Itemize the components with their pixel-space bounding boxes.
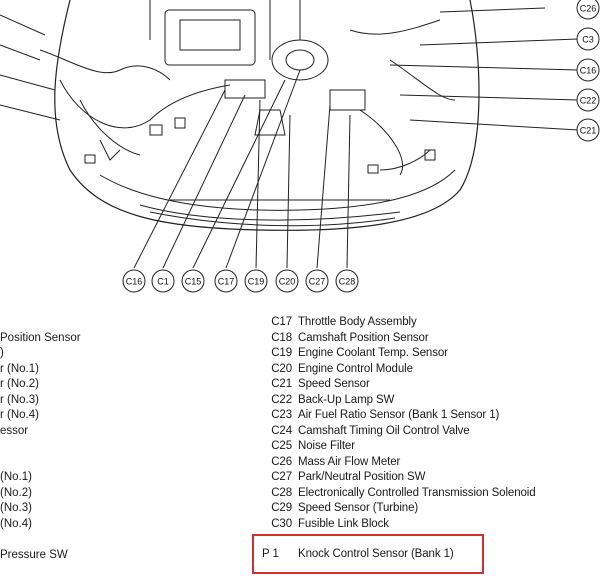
legend-item: C20 Engine Control Module: [262, 362, 413, 376]
legend-code: C18: [271, 332, 292, 344]
callout-label: C28: [339, 277, 356, 287]
legend-item: C26 Mass Air Flow Meter: [262, 455, 400, 469]
bottom-callouts: C16 C1 C15 C17 C19 C20 C27 C28: [122, 269, 359, 293]
highlighted-legend-item: P 1 Knock Control Sensor (Bank 1): [262, 547, 454, 561]
legend-code: C24: [271, 425, 292, 437]
legend-label: Speed Sensor: [298, 378, 370, 390]
legend-item: C30 Fusible Link Block: [262, 517, 389, 531]
left-fragment: r (No.2): [0, 378, 39, 390]
legend-code: C21: [271, 378, 292, 390]
highlight-box: [252, 534, 484, 574]
left-fragment: Position Sensor: [0, 332, 81, 344]
left-fragment: (No.2): [0, 487, 32, 499]
legend-item: C25 Noise Filter: [262, 439, 355, 453]
legend-label: Park/Neutral Position SW: [298, 471, 426, 483]
legend-code: C25: [271, 440, 292, 452]
callout-label: C3: [582, 35, 594, 45]
legend-item: C22 Back-Up Lamp SW: [262, 393, 394, 407]
legend-label: Air Fuel Ratio Sensor (Bank 1 Sensor 1): [298, 409, 500, 421]
callout-label: C16: [126, 277, 143, 287]
legend-item: C29 Speed Sensor (Turbine): [262, 501, 418, 515]
engine-wiring-diagram: C26 C3 C16 C22 C21 C16 C1 C15 C17 C19 C2…: [0, 0, 600, 293]
left-fragment: ): [0, 347, 4, 359]
callout-label: C1: [157, 277, 169, 287]
left-fragment: r (No.1): [0, 363, 39, 375]
callout-label: C27: [309, 277, 326, 287]
legend-label: Back-Up Lamp SW: [298, 394, 395, 406]
left-fragment: r (No.3): [0, 394, 39, 406]
legend-code: C27: [271, 471, 292, 483]
legend-item: C23 Air Fuel Ratio Sensor (Bank 1 Sensor …: [262, 408, 499, 422]
legend-label: Camshaft Position Sensor: [298, 332, 429, 344]
callout-label: C22: [580, 96, 597, 106]
legend-code: C30: [271, 518, 292, 530]
legend-code: C22: [271, 394, 292, 406]
legend-item: C18 Camshaft Position Sensor: [262, 331, 429, 345]
callout-label: C21: [580, 126, 597, 136]
left-fragment: essor: [0, 425, 29, 437]
legend-item: C21 Speed Sensor: [262, 377, 370, 391]
legend-item: C24 Camshaft Timing Oil Control Valve: [262, 424, 470, 438]
legend-label: Knock Control Sensor (Bank 1): [298, 548, 454, 560]
legend-label: Camshaft Timing Oil Control Valve: [298, 425, 470, 437]
legend-code: P 1: [262, 548, 279, 560]
callout-label: C26: [580, 4, 597, 14]
legend-item: C17 Throttle Body Assembly: [262, 315, 417, 329]
left-fragment: Pressure SW: [0, 549, 68, 561]
legend-code: C23: [271, 409, 292, 421]
left-fragment: (No.3): [0, 502, 32, 514]
left-fragment: r (No.4): [0, 409, 39, 421]
legend-label: Fusible Link Block: [298, 518, 389, 530]
callout-label: C19: [248, 277, 265, 287]
callout-label: C16: [580, 66, 597, 76]
legend-code: C17: [271, 316, 292, 328]
callout-label: C17: [218, 277, 235, 287]
legend-label: Mass Air Flow Meter: [298, 456, 401, 468]
legend-label: Engine Coolant Temp. Sensor: [298, 347, 448, 359]
callout-label: C20: [279, 277, 296, 287]
legend-label: Throttle Body Assembly: [298, 316, 417, 328]
left-fragment: (No.1): [0, 471, 32, 483]
legend-code: C28: [271, 487, 292, 499]
legend-code: C29: [271, 502, 292, 514]
legend-code: C20: [271, 363, 292, 375]
legend-label: Engine Control Module: [298, 363, 413, 375]
legend-code: C26: [271, 456, 292, 468]
legend-item: C19 Engine Coolant Temp. Sensor: [262, 346, 448, 360]
legend-code: C19: [271, 347, 292, 359]
legend-label: Electronically Controlled Transmission S…: [298, 487, 536, 499]
right-callouts: C26 C3 C16 C22 C21: [576, 0, 600, 142]
legend-item: C28 Electronically Controlled Transmissio…: [262, 486, 536, 500]
legend-item: C27 Park/Neutral Position SW: [262, 470, 425, 484]
left-fragment: (No.4): [0, 518, 32, 530]
legend-label: Speed Sensor (Turbine): [298, 502, 419, 514]
legend-label: Noise Filter: [298, 440, 355, 452]
callout-label: C15: [185, 277, 202, 287]
